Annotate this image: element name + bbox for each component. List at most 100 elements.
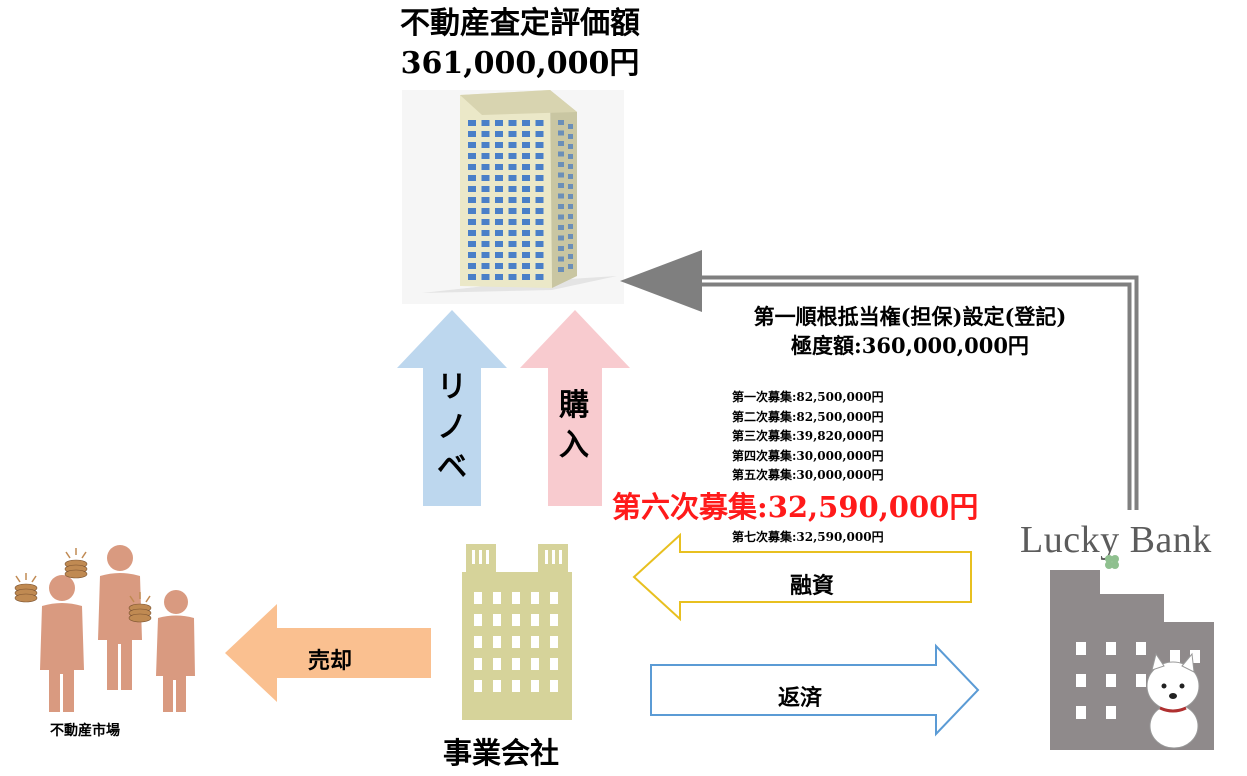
apartment-window bbox=[535, 186, 544, 192]
apartment-window bbox=[522, 252, 530, 258]
sale-label: 売却 bbox=[308, 648, 353, 674]
apartment-window bbox=[522, 263, 530, 269]
apartment-window bbox=[558, 130, 564, 136]
apartment-window bbox=[481, 131, 490, 137]
purchase-label: 購入 bbox=[559, 388, 589, 463]
apartment-window bbox=[558, 256, 564, 262]
funding-round-1: 第一次募集:82,500,000円 bbox=[732, 390, 884, 404]
apartment-window bbox=[481, 208, 490, 214]
bank-window bbox=[1136, 642, 1146, 655]
apartment-window bbox=[535, 153, 544, 159]
apartment-window bbox=[558, 193, 564, 199]
apartment-window bbox=[535, 252, 544, 258]
apartment-window bbox=[481, 153, 490, 159]
apartment-window bbox=[508, 131, 517, 137]
apartment-window bbox=[558, 141, 564, 146]
bank-window bbox=[1170, 650, 1180, 663]
apartment-window bbox=[495, 263, 503, 269]
apartment-window bbox=[568, 124, 573, 129]
apartment-window bbox=[508, 263, 517, 269]
apartment-window bbox=[468, 142, 476, 148]
office-window bbox=[474, 680, 482, 692]
apartment-window bbox=[558, 204, 564, 209]
office-window bbox=[531, 636, 539, 648]
office-window bbox=[493, 636, 501, 648]
office-window bbox=[474, 636, 482, 648]
apartment-window bbox=[558, 151, 564, 157]
apartment-window bbox=[535, 131, 544, 137]
clover-icon bbox=[1105, 555, 1119, 569]
apartment-window bbox=[481, 230, 490, 236]
office-window bbox=[474, 658, 482, 670]
office-window bbox=[493, 680, 501, 692]
apartment-window bbox=[495, 197, 503, 203]
purchase-arrow bbox=[520, 310, 630, 506]
financing-label: 融資 bbox=[790, 573, 835, 599]
apartment-window bbox=[495, 175, 503, 181]
apartment-window bbox=[535, 175, 544, 181]
mortgage-line1: 第一順根抵当権(担保)設定(登記) bbox=[753, 304, 1067, 329]
bank-window bbox=[1106, 642, 1116, 655]
apartment-window bbox=[468, 186, 476, 192]
funding-round-2: 第二次募集:82,500,000円 bbox=[732, 409, 884, 424]
apartment-window bbox=[508, 219, 517, 225]
market-label: 不動産市場 bbox=[50, 723, 120, 739]
apartment-window bbox=[495, 252, 503, 258]
apartment-window bbox=[468, 274, 476, 280]
apartment-window bbox=[522, 120, 530, 126]
mortgage-arrow bbox=[620, 250, 1139, 510]
apartment-window bbox=[481, 252, 490, 258]
financing-arrow bbox=[632, 532, 972, 622]
apartment-window bbox=[522, 186, 530, 192]
apartment-window bbox=[568, 234, 573, 239]
office-window bbox=[493, 614, 501, 626]
apartment-window bbox=[481, 241, 490, 247]
apartment-window bbox=[495, 120, 503, 126]
mortgage-text: 第一順根抵当権(担保)設定(登記) 極度額:360,000,000円 bbox=[680, 302, 1140, 360]
apartment-window bbox=[468, 252, 476, 258]
apartment-window bbox=[481, 120, 490, 126]
apartment-window bbox=[522, 153, 530, 159]
apartment-window bbox=[558, 162, 564, 167]
bank-window bbox=[1106, 674, 1116, 687]
apartment-window bbox=[522, 131, 530, 137]
apartment-window bbox=[535, 263, 544, 269]
apartment-window bbox=[568, 214, 573, 219]
apartment-window bbox=[535, 197, 544, 203]
bank-window bbox=[1076, 674, 1086, 687]
apartment-window bbox=[558, 225, 564, 230]
apartment-window bbox=[535, 142, 544, 148]
apartment-window bbox=[495, 153, 503, 159]
apartment-window bbox=[535, 219, 544, 225]
apartment-window bbox=[522, 142, 530, 148]
funding-rounds-list: 第一次募集:82,500,000円 第二次募集:82,500,000円 第三次募… bbox=[732, 388, 884, 486]
apartment-window bbox=[481, 175, 490, 181]
apartment-window bbox=[468, 219, 476, 225]
office-window bbox=[474, 614, 482, 626]
apartment-window bbox=[522, 219, 530, 225]
apartment-window bbox=[568, 224, 573, 229]
apartment-window bbox=[508, 197, 517, 203]
apartment-window bbox=[508, 120, 517, 126]
mortgage-limit: 極度額:360,000,000円 bbox=[791, 333, 1029, 358]
apartment-window bbox=[568, 244, 573, 249]
apartment-window bbox=[468, 263, 476, 269]
apartment-window bbox=[495, 131, 503, 137]
apartment-window bbox=[508, 186, 517, 192]
apartment-window bbox=[568, 164, 573, 169]
apartment-window bbox=[508, 252, 517, 258]
apartment-window bbox=[468, 208, 476, 214]
apartment-window bbox=[508, 142, 517, 148]
office-window bbox=[493, 658, 501, 670]
apartment-window bbox=[558, 214, 564, 220]
apartment-window bbox=[481, 274, 490, 280]
office-window bbox=[512, 592, 520, 604]
appraisal-title: 不動産査定評価額 361,000,000円 bbox=[330, 4, 710, 84]
office-window bbox=[550, 680, 558, 692]
apartment-window bbox=[558, 267, 564, 272]
apartment-window bbox=[568, 254, 573, 259]
apartment-window bbox=[568, 154, 573, 159]
apartment-window bbox=[495, 186, 503, 192]
apartment-window bbox=[522, 230, 530, 236]
office-window bbox=[493, 592, 501, 604]
